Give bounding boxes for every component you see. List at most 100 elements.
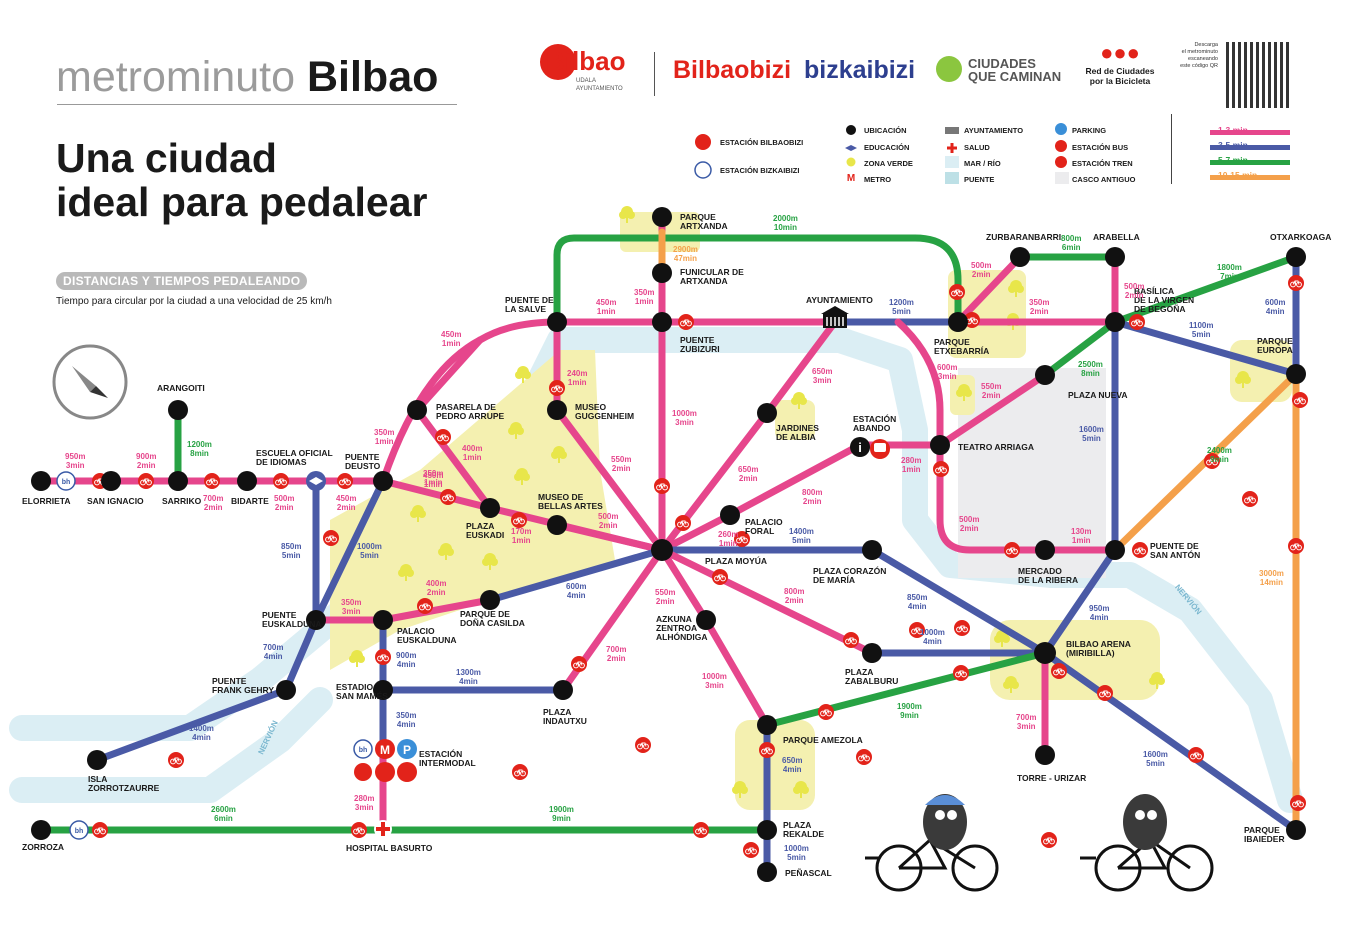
segment-time: 3min	[937, 372, 957, 381]
station-label: PUENTE DE LA SALVE	[505, 295, 554, 314]
legend-bridge: PUENTE	[964, 175, 995, 184]
segment-distance: 800m	[784, 587, 805, 596]
compass-icon	[52, 344, 128, 420]
segment-time: 1min	[596, 307, 616, 316]
segment-distance: 450m	[336, 494, 357, 503]
segment-time: 7min	[1220, 272, 1239, 281]
segment-time: 2min	[981, 391, 1001, 400]
legend-train: ESTACIÓN TREN	[1072, 159, 1133, 168]
segment-time: 3min	[1016, 722, 1036, 731]
segment-distance: 450m	[596, 298, 617, 307]
segment-distance: 450m	[441, 330, 462, 339]
svg-text:M: M	[380, 743, 390, 757]
segment-distance: 600m	[937, 363, 958, 372]
segment-time: 4min	[566, 591, 586, 600]
segment-distance: 650m	[782, 756, 803, 765]
red-text-1: Red de Ciudades	[1085, 66, 1155, 76]
ciudades-text-2: QUE CAMINAN	[968, 69, 1062, 84]
legend-old-town: CASCO ANTIGUO	[1072, 175, 1136, 184]
ciudades-text-1: CIUDADES	[968, 56, 1036, 71]
segment-time: 1min	[634, 297, 654, 306]
station-label: PARQUE IBAIEDER	[1244, 825, 1285, 844]
station-label: TORRE - URIZAR	[1017, 773, 1087, 783]
svg-text:M: M	[847, 173, 855, 184]
station-label: AZKUNA ZENTROA ALHÓNDIGA	[656, 614, 708, 642]
segment-distance: 500m	[274, 494, 295, 503]
legend-town-hall: AYUNTAMIENTO	[964, 126, 1024, 135]
segment-time: 2min	[203, 503, 223, 512]
segment-distance: 1000m	[357, 542, 382, 551]
station-label: PUENTE FRANK GEHRY	[212, 676, 275, 695]
segment-distance: 350m	[634, 288, 655, 297]
station-label: BIDARTE	[231, 496, 269, 506]
section-badge: DISTANCIAS Y TIEMPOS PEDALEANDO	[56, 272, 308, 290]
station-label: PLAZA INDAUTXU	[543, 707, 587, 726]
station-label: PEÑASCAL	[785, 868, 832, 878]
bilbao-logo-text: Bilbao	[546, 46, 626, 76]
segment-distance: 350m	[1029, 298, 1050, 307]
segment-distance: 2600m	[211, 805, 236, 814]
segment-distance: 550m	[611, 455, 632, 464]
segment-distance: 400m	[462, 444, 483, 453]
station-label: PARQUE DE DOÑA CASILDA	[460, 609, 525, 628]
legend-parking: PARKING	[1072, 126, 1107, 135]
segment-distance: 1000m	[920, 628, 945, 637]
station-label: HOSPITAL BASURTO	[346, 843, 433, 853]
segment-time: 9min	[900, 711, 919, 720]
segment-distance: 500m	[959, 515, 980, 524]
segment-time: 2min	[738, 474, 758, 483]
legend-education: EDUCACIÓN	[864, 143, 910, 152]
legend-green-zone: ZONA VERDE	[864, 159, 913, 168]
segment-time: 1min	[423, 480, 443, 489]
segment-distance: 600m	[1265, 298, 1286, 307]
segment-distance: 350m	[423, 469, 444, 478]
segment-distance: 800m	[1061, 234, 1082, 243]
qr-caption-3: escaneando	[1188, 56, 1218, 62]
segment-distance: 500m	[971, 261, 992, 270]
subtitle-line-1: Una ciudad	[56, 135, 277, 181]
station-label: BILBAO ARENA (MIRIBILLA)	[1066, 639, 1131, 658]
segment-time: 8min	[1081, 369, 1100, 378]
station-label: ELORRIETA	[22, 496, 71, 506]
intermodal-icons: bh M P	[353, 739, 417, 782]
subtitle-line-2: ideal para pedalear	[56, 179, 428, 225]
legend-health: SALUD	[964, 143, 990, 152]
segment-time: 1min	[718, 539, 738, 548]
section-description: Tiempo para circular por la ciudad a una…	[56, 296, 332, 307]
qr-code[interactable]	[1226, 42, 1292, 108]
title-light: metrominuto	[56, 53, 295, 101]
segment-label: 350m 1min	[423, 469, 443, 487]
info-icon	[850, 437, 870, 457]
segment-distance: 500m	[1124, 282, 1145, 291]
segment-time: 4min	[396, 660, 416, 669]
segment-time: 14min	[1259, 578, 1284, 587]
segment-time: 2min	[802, 497, 822, 506]
